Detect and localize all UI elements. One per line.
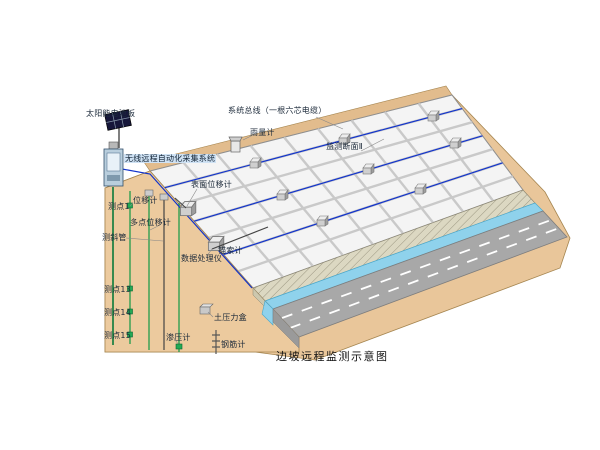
channel-cut-face: [261, 300, 274, 326]
label-monitoring-section: 监测断面Ⅱ: [326, 142, 363, 151]
label-point-14: 测点14: [104, 308, 131, 317]
wireless-module: [108, 141, 119, 150]
boreholes: [112, 187, 183, 352]
leader-lines: [125, 116, 385, 345]
measure-point-14-marker: [127, 308, 133, 315]
rebar-meter-device: [212, 330, 220, 354]
label-piezometer: 渗压计: [166, 333, 191, 342]
diagram-caption: 边坡远程监测示意图: [276, 350, 389, 363]
label-inclinometer-tube: 测斜管: [102, 233, 127, 242]
acquisition-cabinet: [103, 148, 124, 187]
surface-displacement-rod: [174, 197, 187, 209]
measure-point-15-marker: [127, 331, 133, 338]
label-earth-pressure-cell: 土压力盒: [214, 313, 247, 322]
road-lane-marking: [281, 219, 552, 319]
label-point-1: 测点1: [108, 202, 130, 211]
label-data-processor: 数据处理仪: [181, 254, 222, 263]
cross-section: [104, 170, 300, 353]
earth-pressure-cell-device: [199, 303, 214, 315]
bus-cables: [121, 108, 503, 289]
label-solar-panel: 太阳能电池板: [86, 109, 136, 118]
anchor-cable: [211, 226, 269, 250]
inclinometer-head: [159, 193, 169, 201]
rain-gauge-device: [228, 136, 243, 153]
multipoint-head: [144, 189, 154, 197]
label-rebar-meter: 钢筋计: [221, 340, 246, 349]
road-lane-marking: [289, 227, 560, 329]
label-point-15: 测点15: [104, 331, 131, 340]
label-point-13: 测点13: [104, 285, 131, 294]
label-displacement-meter: 位移计: [133, 196, 158, 205]
solar-panel: [104, 109, 132, 131]
label-system-bus: 系统总线（一根六芯电缆）: [228, 106, 327, 115]
label-multipoint-displacement: 多点位移计: [130, 218, 171, 227]
slope-sensors: [174, 110, 462, 252]
measure-point-13-marker: [127, 285, 133, 292]
label-rain-gauge: 雨量计: [250, 128, 275, 137]
piezometer-marker: [175, 343, 183, 350]
road-cut-face: [272, 308, 300, 349]
label-wireless-system: 无线远程自动化采集系统: [124, 154, 217, 164]
monitoring-station: [103, 109, 243, 354]
label-anchor-cable-meter: 锚索计: [218, 246, 243, 255]
measure-point-1-marker: [127, 202, 133, 209]
label-surface-displacement: 表面位移计: [191, 180, 232, 189]
